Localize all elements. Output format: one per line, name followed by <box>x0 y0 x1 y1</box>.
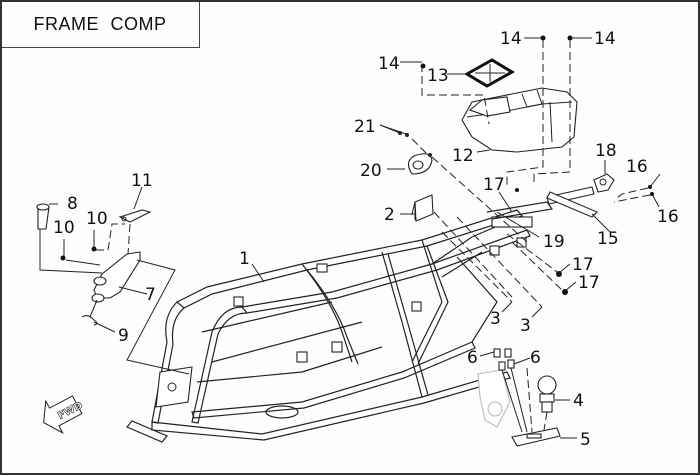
callout-14c[interactable]: 14 <box>594 29 616 49</box>
callout-12[interactable]: 12 <box>452 146 474 166</box>
ball-joint-part[interactable] <box>537 375 557 413</box>
plate-part[interactable] <box>414 194 434 222</box>
bolts-6[interactable] <box>493 348 528 433</box>
callout-21[interactable]: 21 <box>354 117 376 137</box>
callout-3b[interactable]: 3 <box>520 316 531 336</box>
callout-17a[interactable]: 17 <box>483 175 505 195</box>
callout-10a[interactable]: 10 <box>53 218 75 238</box>
callout-4[interactable]: 4 <box>573 391 584 411</box>
callout-3a[interactable]: 3 <box>490 309 501 329</box>
callout-5[interactable]: 5 <box>580 430 591 450</box>
callout-2[interactable]: 2 <box>384 205 395 225</box>
callout-15[interactable]: 15 <box>597 229 619 249</box>
callout-11[interactable]: 11 <box>131 171 153 191</box>
callout-6a[interactable]: 6 <box>467 348 478 368</box>
hitch-bracket-part[interactable] <box>511 427 561 447</box>
upper-bracket-part[interactable] <box>118 209 152 223</box>
leader-lines <box>39 37 661 439</box>
callout-20[interactable]: 20 <box>360 161 382 181</box>
callout-labels: 1 2 3 3 4 5 6 6 7 8 9 10 10 11 12 13 14 … <box>53 29 679 450</box>
rear-bracket-part[interactable] <box>546 186 598 218</box>
callout-10b[interactable]: 10 <box>86 209 108 229</box>
frame-part[interactable] <box>126 201 554 443</box>
callout-16b[interactable]: 16 <box>657 207 679 227</box>
callout-14a[interactable]: 14 <box>378 54 400 74</box>
callout-14b[interactable]: 14 <box>500 29 522 49</box>
callout-7[interactable]: 7 <box>145 285 156 305</box>
fastener-dots <box>60 35 654 295</box>
callout-8[interactable]: 8 <box>67 194 78 214</box>
callout-9[interactable]: 9 <box>118 326 129 346</box>
diagram-title: FRAME COMP <box>33 13 167 34</box>
engine-ghost <box>477 369 511 428</box>
callout-1[interactable]: 1 <box>239 249 250 269</box>
holder-part[interactable] <box>407 153 433 175</box>
title-box: FRAME COMP <box>2 2 200 48</box>
cover-part[interactable] <box>464 58 515 88</box>
clip-part[interactable] <box>81 315 98 326</box>
callout-13[interactable]: 13 <box>427 66 449 86</box>
callout-17b[interactable]: 17 <box>572 255 594 275</box>
forward-arrow-icon: FWD <box>43 395 85 435</box>
callout-18[interactable]: 18 <box>595 141 617 161</box>
callout-16a[interactable]: 16 <box>626 157 648 177</box>
callout-6b[interactable]: 6 <box>530 348 541 368</box>
sleeve-part[interactable] <box>36 203 50 230</box>
bracket-part[interactable] <box>91 251 141 303</box>
latch-part[interactable] <box>593 173 615 193</box>
callout-17c[interactable]: 17 <box>578 273 600 293</box>
storage-box-part[interactable] <box>461 87 578 153</box>
callout-19[interactable]: 19 <box>543 232 565 252</box>
